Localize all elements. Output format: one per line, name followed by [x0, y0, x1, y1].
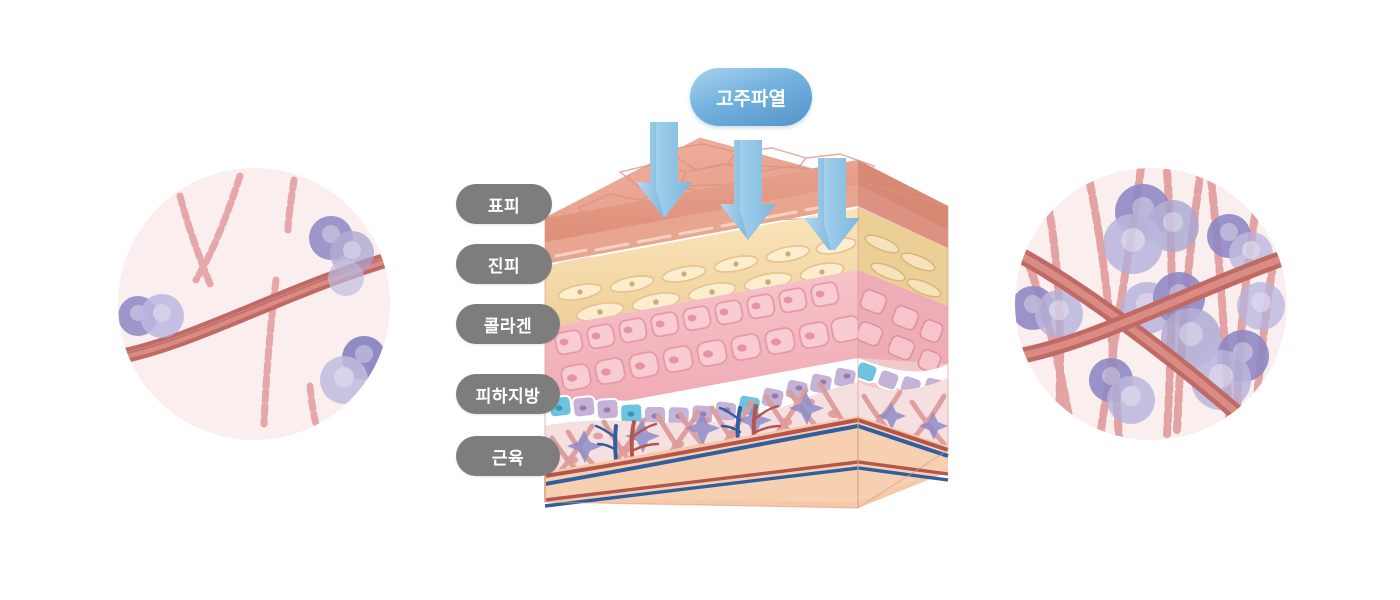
label-collagen: 콜라겐	[456, 304, 560, 344]
label-subcutaneous-fat: 피하지방	[456, 374, 560, 414]
rf-energy-arrows	[636, 122, 860, 250]
arrow-1	[636, 122, 692, 218]
muscle-layer	[544, 416, 949, 508]
before-illustration	[118, 168, 390, 440]
vessel-after-2	[1015, 246, 1287, 366]
arrow-3	[804, 158, 860, 250]
rf-heat-badge: 고주파열	[690, 68, 812, 126]
label-dermis: 진피	[456, 244, 552, 284]
zoom-circle-before	[118, 168, 390, 440]
front-face-layers	[545, 184, 858, 480]
vessel-after-1	[1015, 240, 1253, 428]
label-muscle-text: 근육	[491, 448, 525, 469]
rf-heat-badge-label: 고주파열	[716, 87, 786, 110]
right-face-layers	[858, 160, 948, 450]
arrow-2	[720, 140, 776, 240]
label-epidermis: 표피	[456, 184, 552, 224]
label-dermis-text: 진피	[487, 256, 521, 277]
label-muscle: 근육	[456, 436, 560, 476]
zoom-circle-after	[1015, 168, 1287, 440]
label-collagen-text: 콜라겐	[483, 316, 533, 337]
label-epidermis-text: 표피	[487, 196, 521, 217]
after-illustration	[1015, 168, 1287, 440]
label-subcutaneous-fat-text: 피하지방	[475, 386, 541, 407]
